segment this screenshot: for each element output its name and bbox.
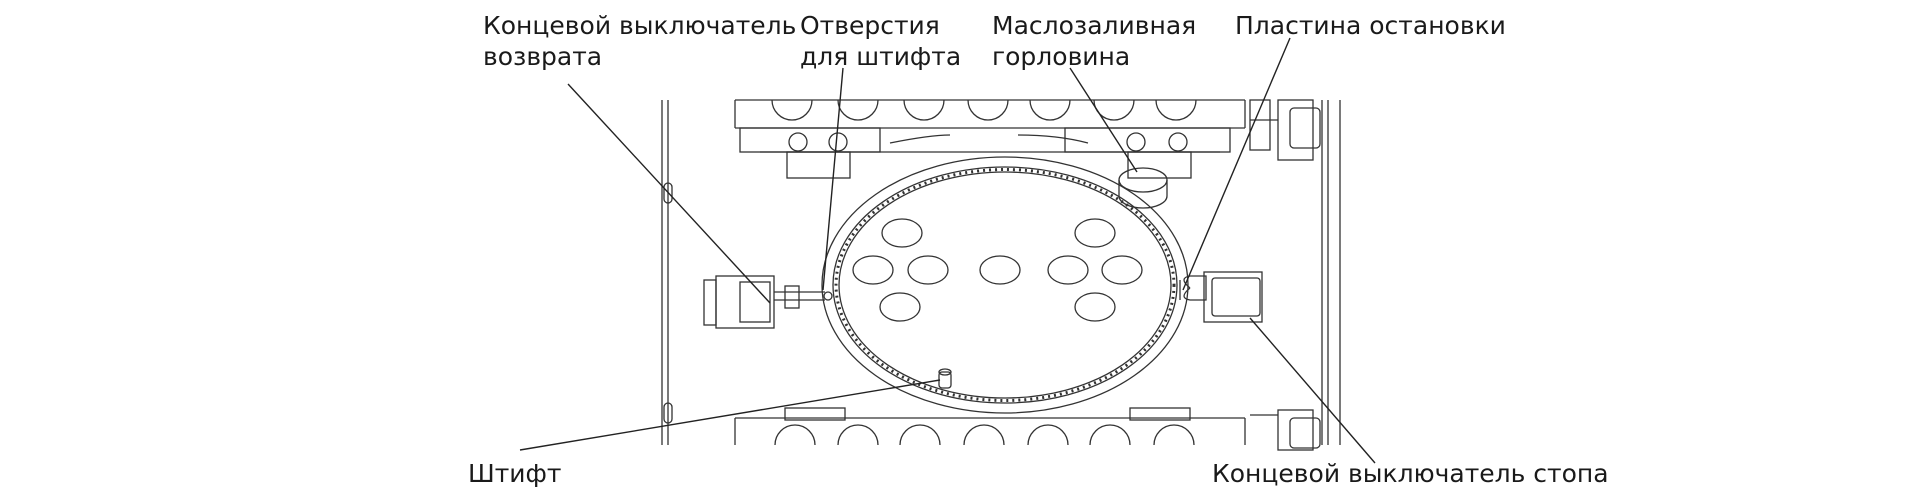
leader-return-switch bbox=[567, 83, 771, 304]
right-bracket bbox=[1249, 99, 1321, 451]
label-pin-holes-line2: для штифта bbox=[800, 42, 962, 71]
bottom-rack bbox=[734, 407, 1246, 446]
leader-stop-switch bbox=[1249, 317, 1376, 464]
top-rack bbox=[734, 99, 1246, 179]
label-oil-filler-line1: Маслозаливная bbox=[992, 11, 1197, 40]
oil-filler-cap bbox=[1118, 167, 1168, 209]
label-stop-switch: Концевой выключатель стопа bbox=[1212, 459, 1609, 488]
return-limit-switch bbox=[703, 275, 833, 329]
label-pin: Штифт bbox=[468, 459, 562, 488]
leader-lines bbox=[519, 37, 1376, 464]
leader-pin-holes bbox=[822, 67, 844, 291]
leader-oil-filler bbox=[1069, 67, 1138, 173]
label-pin-holes-line1: Отверстия bbox=[800, 11, 940, 40]
turntable bbox=[821, 156, 1189, 414]
machine-frame bbox=[661, 100, 1341, 445]
label-oil-filler-line2: горловина bbox=[992, 42, 1131, 71]
leader-pin bbox=[519, 379, 941, 451]
leader-stop-plate bbox=[1182, 37, 1291, 291]
pin bbox=[938, 368, 952, 389]
label-return-switch-line1: Концевой выключатель bbox=[483, 11, 797, 40]
stop-limit-switch bbox=[1179, 271, 1263, 323]
label-stop-plate: Пластина остановки bbox=[1235, 11, 1506, 40]
label-return-switch: Концевой выключатель возврата bbox=[483, 10, 796, 72]
label-oil-filler: Маслозаливная горловина bbox=[992, 10, 1196, 72]
label-return-switch-line2: возврата bbox=[483, 42, 603, 71]
label-pin-holes: Отверстия для штифта bbox=[800, 10, 961, 72]
